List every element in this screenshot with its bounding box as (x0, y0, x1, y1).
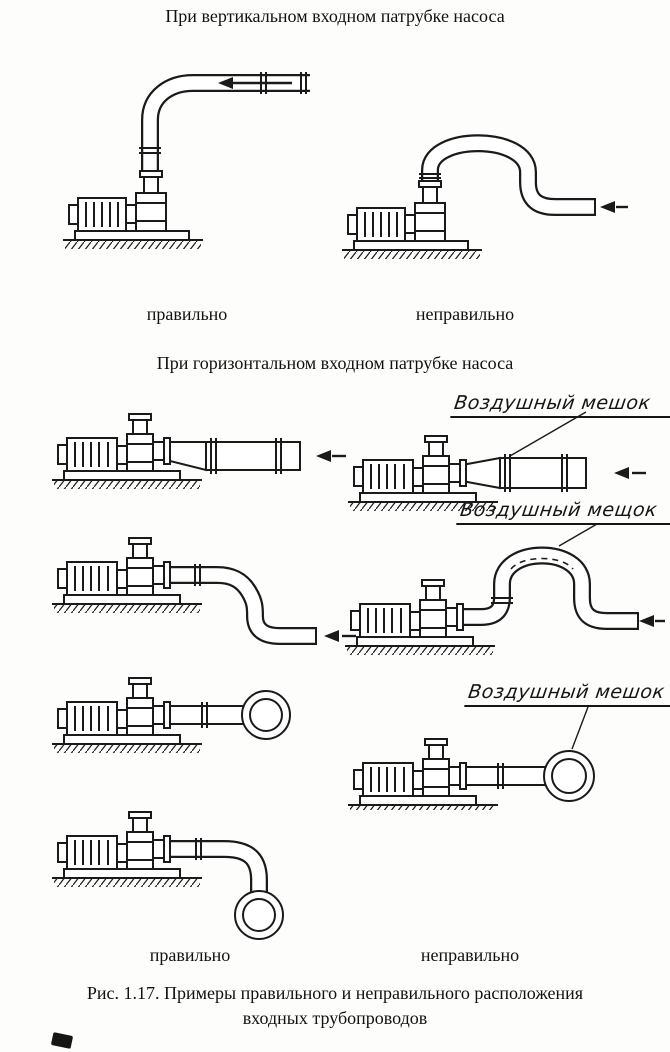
section-horizontal-title: При горизонтальном входном патрубке насо… (156, 353, 514, 373)
suction-pipe-drawing (461, 454, 587, 492)
suction-pipe-drawing (461, 750, 595, 802)
figure-caption-line1: Рис. 1.17. Примеры правильного и неправи… (86, 983, 584, 1003)
figure-caption-line2: входных трубопроводов (242, 1008, 428, 1028)
flow-arrow-left-icon (218, 77, 292, 89)
label-incorrect-top: неправильно (415, 304, 515, 324)
flow-arrow-left-icon (316, 450, 346, 462)
suction-pipe-drawing (165, 690, 291, 740)
diagram-horizontal-incorrect-2 (345, 523, 665, 656)
pump-icon (62, 170, 204, 250)
flow-arrow-left-icon (614, 467, 646, 479)
section-vertical-title: При вертикальном входном патрубке насоса (165, 6, 505, 26)
suction-pipe-drawing (419, 134, 596, 216)
flow-arrow-left-icon (324, 630, 356, 642)
suction-pipe-drawing (139, 72, 310, 171)
label-incorrect-bottom: неправильно (420, 945, 520, 965)
air-pocket-annotation-3: Воздушный мешок (464, 681, 670, 707)
label-correct-bottom: правильно (149, 945, 231, 965)
annotation-leader-line (509, 411, 587, 457)
diagram-vertical-incorrect (342, 134, 628, 260)
suction-pipe-drawing (165, 438, 301, 474)
diagram-horizontal-correct-4 (52, 811, 284, 940)
diagram-horizontal-incorrect-3 (348, 706, 595, 810)
pump-icon (342, 180, 483, 260)
air-pocket-dashed-line (510, 557, 574, 570)
flow-arrow-left-icon (600, 201, 628, 213)
scan-artifact (50, 1032, 74, 1049)
suction-pipe-drawing (166, 564, 317, 645)
diagram-vertical-correct (62, 72, 310, 250)
diagram-horizontal-correct-2 (52, 537, 356, 645)
diagram-horizontal-correct-3 (52, 677, 291, 754)
suction-pipe-drawing (166, 838, 284, 940)
annotation-leader-line (571, 706, 589, 750)
annotation-leader-line (558, 523, 598, 547)
flow-arrow-left-icon (639, 615, 665, 627)
diagram-horizontal-correct-1 (52, 413, 346, 490)
label-correct-top: правильно (146, 304, 228, 324)
diagram-horizontal-incorrect-1 (348, 411, 646, 512)
suction-pipe-drawing (459, 546, 639, 630)
